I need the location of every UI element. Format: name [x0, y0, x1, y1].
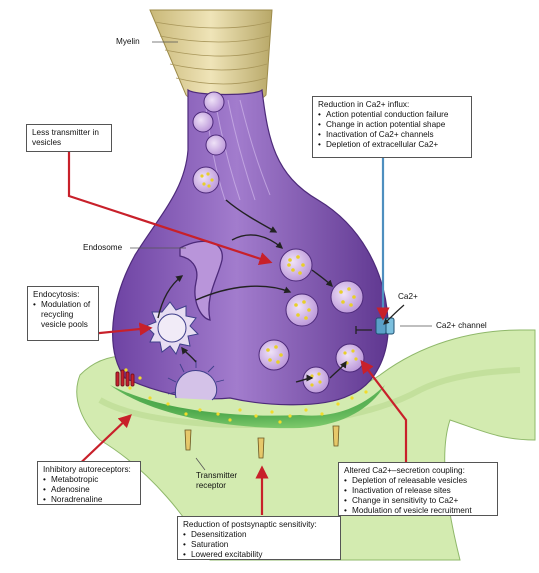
reduction-ca-item: Change in action potential shape — [318, 120, 466, 130]
reduction-ca-item: Action potential conduction failure — [318, 110, 466, 120]
less-transmitter-title: Less transmitter in vesicles — [32, 128, 106, 148]
altered-coupling-title: Altered Ca2+–secretion coupling: — [344, 466, 492, 476]
altered-coupling-item: Change in sensitivity to Ca2+ — [344, 496, 492, 506]
postsynaptic-item: Lowered excitability — [183, 550, 335, 560]
postsynaptic-item: Saturation — [183, 540, 335, 550]
ca-channel-label: Ca2+ channel — [436, 321, 487, 331]
reduction-ca-title: Reduction in Ca2+ influx: — [318, 100, 466, 110]
endocytosis-item: Modulation of recycling vesicle pools — [33, 300, 93, 330]
endosome-label: Endosome — [83, 243, 122, 253]
altered-coupling-item: Modulation of vesicle recruitment — [344, 506, 492, 516]
inhibitory-title: Inhibitory autoreceptors: — [43, 465, 135, 475]
transmitter-receptor-label: Transmitter receptor — [196, 471, 256, 491]
altered-coupling-box: Altered Ca2+–secretion coupling: Depleti… — [338, 462, 498, 516]
altered-coupling-item: Depletion of releasable vesicles — [344, 476, 492, 486]
inhibitory-item: Metabotropic — [43, 475, 135, 485]
reduction-ca-item: Inactivation of Ca2+ channels — [318, 130, 466, 140]
postsynaptic-item: Desensitization — [183, 530, 335, 540]
myelin-label: Myelin — [116, 37, 140, 47]
altered-coupling-item: Inactivation of release sites — [344, 486, 492, 496]
reduction-ca-item: Depletion of extracellular Ca2+ — [318, 140, 466, 150]
postsynaptic-box: Reduction of postsynaptic sensitivity: D… — [177, 516, 341, 560]
inhibitory-box: Inhibitory autoreceptors: Metabotropic A… — [37, 461, 141, 505]
endocytosis-box: Endocytosis: Modulation of recycling ves… — [27, 286, 99, 341]
reduction-ca-box: Reduction in Ca2+ influx: Action potenti… — [312, 96, 472, 158]
endocytosis-title: Endocytosis: — [33, 290, 93, 300]
inhibitory-item: Adenosine — [43, 485, 135, 495]
less-transmitter-box: Less transmitter in vesicles — [26, 124, 112, 152]
postsynaptic-title: Reduction of postsynaptic sensitivity: — [183, 520, 335, 530]
inhibitory-item: Noradrenaline — [43, 495, 135, 505]
ca-channel — [376, 318, 394, 334]
ca-ion-label: Ca2+ — [398, 292, 418, 302]
